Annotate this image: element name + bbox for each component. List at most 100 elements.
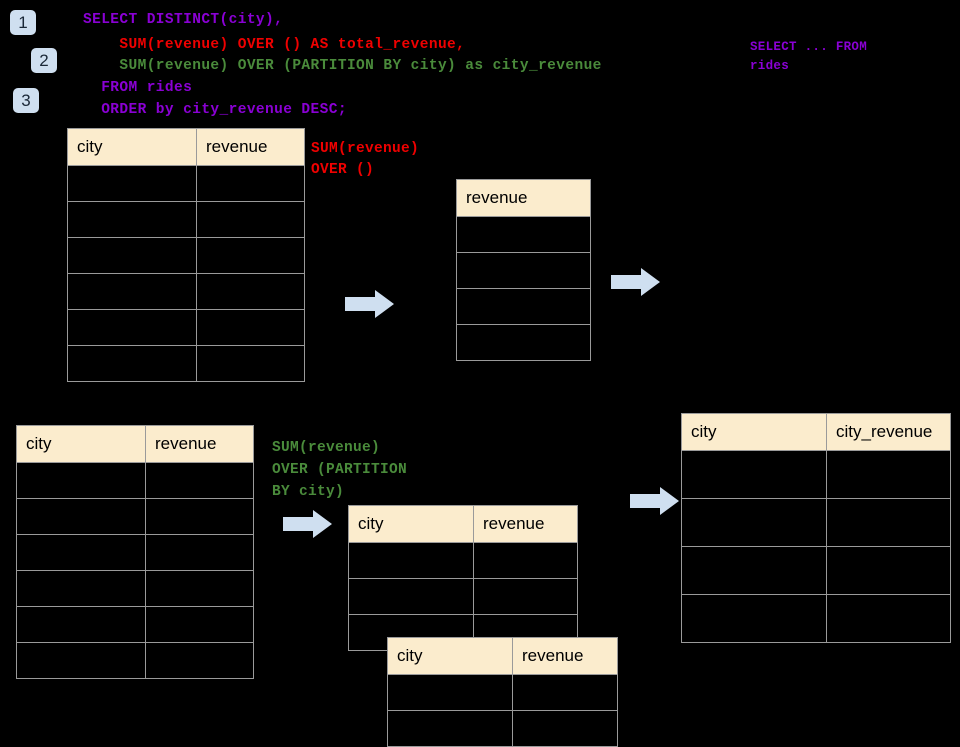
sql-line-sum-over-partition: SUM(revenue) OVER (PARTITION BY city) as…	[83, 58, 602, 74]
table-cell	[348, 578, 474, 615]
column-header-city: city	[67, 128, 197, 166]
column-header-revenue: revenue	[196, 128, 305, 166]
column-header-city: city	[387, 637, 513, 675]
table-row	[387, 674, 618, 711]
table-cell	[67, 345, 197, 382]
table-row	[16, 498, 254, 535]
table-cell	[16, 462, 146, 499]
column-header-city: city	[16, 425, 146, 463]
table-partition-group-b: city revenue	[387, 637, 618, 747]
table-body	[456, 216, 591, 361]
table-rides-input-top: city revenue	[67, 128, 305, 382]
table-cell	[196, 201, 305, 238]
table-cell	[826, 498, 951, 547]
table-header-row: city revenue	[16, 425, 254, 463]
table-row	[67, 309, 305, 346]
table-partition-group-a: city revenue	[348, 505, 578, 651]
table-row	[16, 642, 254, 679]
table-cell	[67, 165, 197, 202]
column-header-revenue: revenue	[473, 505, 578, 543]
arrow-right-icon-total-to-result	[611, 268, 660, 296]
arrow-right-icon-rides-to-partition	[283, 510, 332, 538]
annotation-sum-over-partition: SUM(revenue) OVER (PARTITION BY city)	[272, 440, 408, 500]
annotation-sum-over: SUM(revenue) OVER ()	[311, 141, 420, 178]
table-cell	[348, 542, 474, 579]
table-cell	[681, 546, 827, 595]
table-row	[348, 578, 578, 615]
sql-line-sum-over-total: SUM(revenue) OVER () AS total_revenue,	[83, 37, 466, 53]
table-total-revenue: revenue	[456, 179, 591, 361]
table-row	[681, 594, 951, 643]
table-cell	[145, 570, 254, 607]
column-header-revenue: revenue	[145, 425, 254, 463]
table-row	[456, 288, 591, 325]
table-cell	[196, 237, 305, 274]
table-cell	[16, 570, 146, 607]
arrow-right-icon-partition-to-result	[630, 487, 679, 515]
table-cell	[473, 578, 578, 615]
table-cell	[145, 462, 254, 499]
table-body	[67, 165, 305, 382]
table-cell	[196, 273, 305, 310]
table-cell	[681, 498, 827, 547]
table-cell	[387, 674, 513, 711]
table-row	[681, 546, 951, 595]
table-header-row: city revenue	[67, 128, 305, 166]
table-cell	[145, 498, 254, 535]
table-row	[67, 237, 305, 274]
sql-line-select-distinct: SELECT DISTINCT(city),	[83, 12, 284, 28]
table-cell	[145, 606, 254, 643]
table-final-result: city city_revenue	[681, 413, 951, 643]
table-cell	[67, 201, 197, 238]
table-cell	[387, 710, 513, 747]
column-header-revenue: revenue	[512, 637, 618, 675]
table-body	[681, 450, 951, 643]
table-cell	[67, 237, 197, 274]
table-cell	[16, 606, 146, 643]
step-badge-3: 3	[13, 88, 39, 113]
table-cell	[196, 165, 305, 202]
table-row	[67, 345, 305, 382]
table-row	[16, 534, 254, 571]
column-header-revenue: revenue	[456, 179, 591, 217]
table-cell	[67, 309, 197, 346]
table-header-row: city revenue	[348, 505, 578, 543]
table-cell	[826, 546, 951, 595]
table-cell	[456, 324, 591, 361]
table-cell	[512, 674, 618, 711]
table-cell	[16, 498, 146, 535]
table-cell	[681, 450, 827, 499]
column-header-city: city	[681, 413, 827, 451]
step-badge-1: 1	[10, 10, 36, 35]
table-cell	[826, 594, 951, 643]
column-header-city: city	[348, 505, 474, 543]
table-row	[456, 324, 591, 361]
table-header-row: revenue	[456, 179, 591, 217]
table-header-row: city city_revenue	[681, 413, 951, 451]
table-cell	[196, 345, 305, 382]
table-cell	[16, 642, 146, 679]
sql-line-from-rides: FROM rides	[83, 80, 193, 96]
table-cell	[456, 288, 591, 325]
table-cell	[681, 594, 827, 643]
table-body	[348, 542, 578, 651]
table-row	[16, 570, 254, 607]
table-row	[16, 462, 254, 499]
table-cell	[145, 534, 254, 571]
table-row	[67, 201, 305, 238]
table-cell	[196, 309, 305, 346]
table-cell	[512, 710, 618, 747]
table-row	[348, 542, 578, 579]
table-cell	[456, 216, 591, 253]
table-body	[387, 674, 618, 747]
arrow-right-icon-rides-to-total	[345, 290, 394, 318]
table-row	[16, 606, 254, 643]
table-cell	[16, 534, 146, 571]
table-row	[67, 165, 305, 202]
step-badge-2: 2	[31, 48, 57, 73]
table-row	[456, 252, 591, 289]
table-cell	[456, 252, 591, 289]
table-cell	[826, 450, 951, 499]
table-row	[67, 273, 305, 310]
table-row	[681, 498, 951, 547]
